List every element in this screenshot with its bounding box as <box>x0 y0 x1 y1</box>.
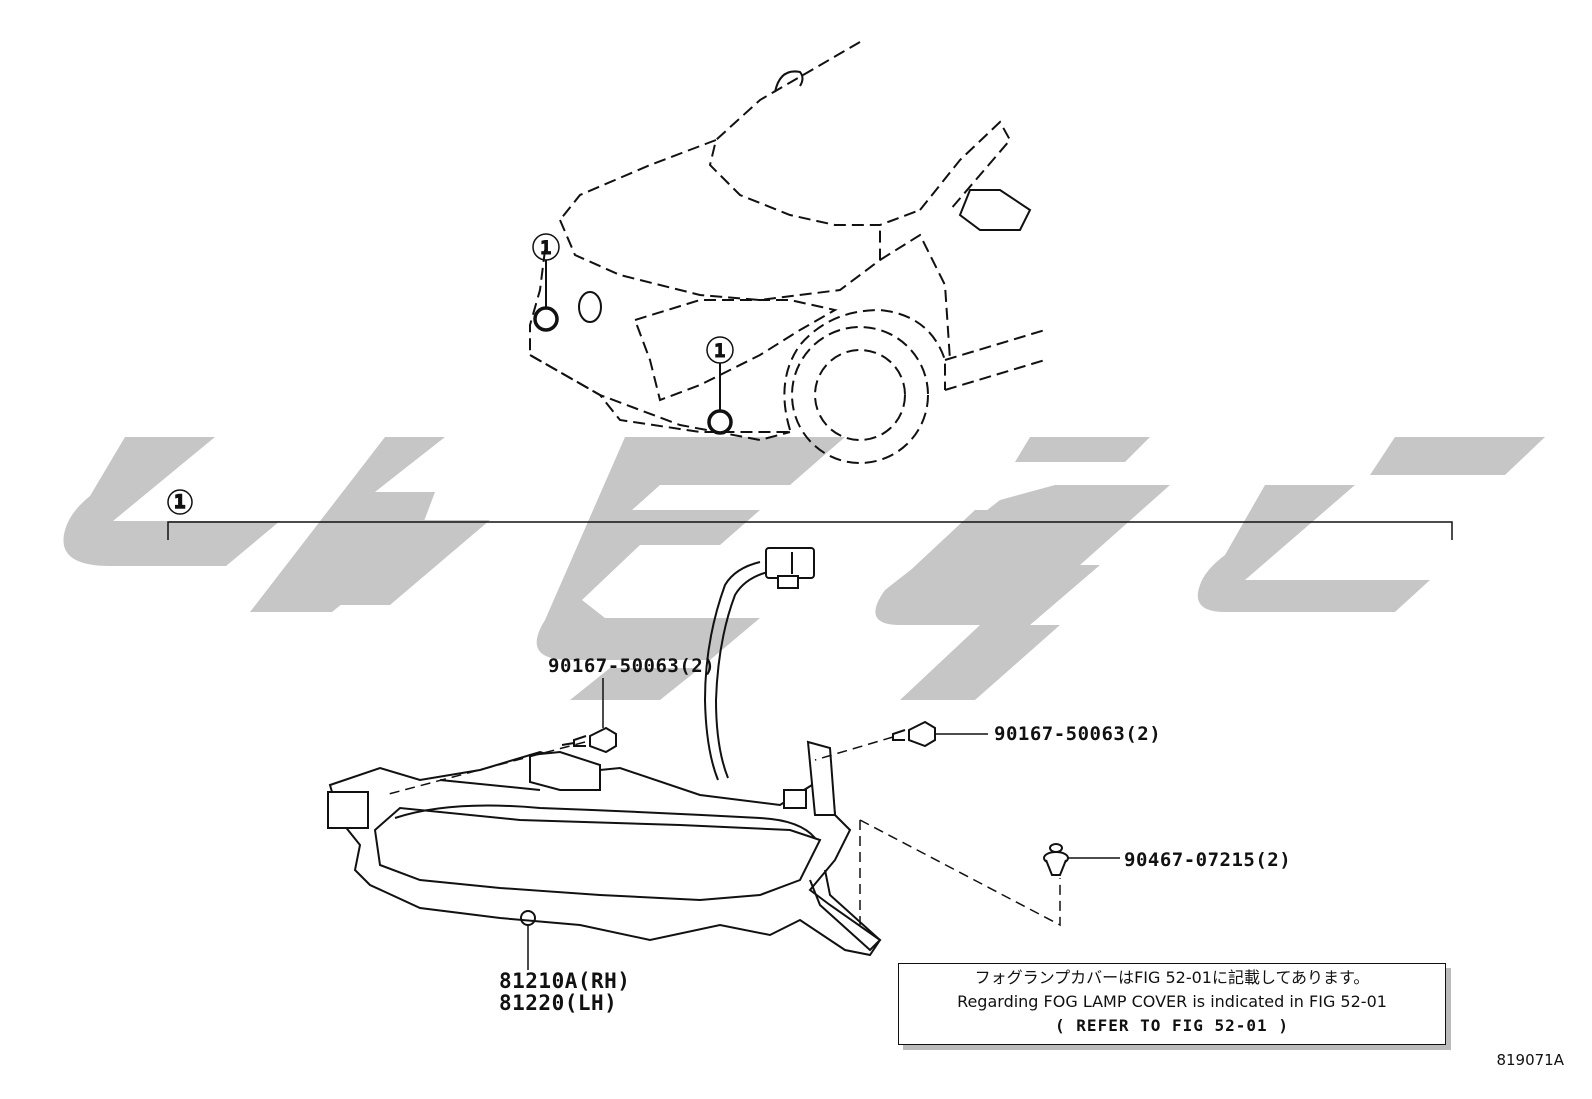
watermark-glyph-3b <box>900 625 1060 700</box>
bolt-right <box>892 720 936 748</box>
note-refer: ( REFER TO FIG 52-01 ) <box>1055 1016 1289 1035</box>
watermark-glyph-2 <box>536 437 845 660</box>
reference-note: フォグランプカバーはFIG 52-01に記載してあります。 Regarding … <box>898 963 1446 1045</box>
callout-number-right: 1 <box>714 340 726 362</box>
harness-wire-inner <box>714 571 769 779</box>
note-japanese: フォグランプカバーはFIG 52-01に記載してあります。 <box>974 968 1370 987</box>
bolt-left <box>561 726 617 754</box>
lamp-housing <box>328 750 882 957</box>
note-english: Regarding FOG LAMP COVER is indicated in… <box>957 992 1387 1011</box>
harness-wire <box>703 561 761 781</box>
vehicle-outline <box>529 41 1046 464</box>
figure-number: 819071A <box>1496 1051 1564 1069</box>
watermark-glyph-1 <box>63 437 281 566</box>
assembly-callout-circle <box>167 489 193 515</box>
spindle-grille <box>633 299 838 402</box>
connector-body <box>765 547 815 579</box>
mirror <box>958 189 1032 231</box>
lamp-bracket-top <box>529 750 601 791</box>
hood-line <box>708 41 921 226</box>
label-bolt-right: 90167-50063(2) <box>994 723 1161 745</box>
mark-right <box>707 409 733 435</box>
label-lamp-rh: 81210A(RH) <box>499 969 630 993</box>
watermark-glyph-4 <box>1197 485 1430 612</box>
assembly-callout-number: 1 <box>174 491 186 513</box>
fasteners <box>561 720 1069 876</box>
lamp-end-block <box>327 791 369 829</box>
wheel-inner <box>814 349 906 441</box>
assembly-bracket: 1 <box>167 489 1453 540</box>
label-clip: 90467-07215(2) <box>1124 849 1291 871</box>
side-line <box>944 329 1046 391</box>
dash-bolt-right <box>814 736 894 761</box>
clip <box>1043 843 1069 876</box>
bumper-lower <box>529 354 790 433</box>
mirror-cap <box>774 70 804 93</box>
wheel-outer <box>791 326 929 464</box>
lamp-bracket-right <box>806 740 837 816</box>
leaders <box>384 678 1120 970</box>
lamp-lens <box>373 806 822 902</box>
grille-lower <box>529 249 791 442</box>
hood-edge-left <box>559 139 717 221</box>
fender-top <box>879 233 951 361</box>
lamp-tab-right <box>783 789 807 809</box>
dash-bolt-left <box>384 741 586 796</box>
harness <box>703 547 815 781</box>
watermark-glyph-3 <box>875 437 1170 625</box>
fog-hole <box>578 291 602 323</box>
lamp-stay <box>809 869 882 952</box>
callout-number-left: 1 <box>540 237 552 259</box>
watermark-glyph-1c <box>310 520 490 605</box>
fender-arch <box>783 308 946 431</box>
label-bolt-left: 90167-50063(2) <box>548 655 715 677</box>
lamp-crease <box>439 779 541 791</box>
watermark <box>63 437 1545 700</box>
watermark-glyph-1b <box>250 437 445 612</box>
windshield-line <box>919 120 1012 211</box>
vehicle-callouts: 1 1 <box>532 233 734 435</box>
watermark-glyph-4b <box>1370 437 1545 475</box>
grille-upper <box>559 219 881 302</box>
assembly-bracket-line <box>167 521 1453 540</box>
fog-lamp <box>327 740 882 957</box>
label-lamp-lh: 81220(LH) <box>499 991 617 1015</box>
dash-clip <box>859 819 1061 927</box>
lamp-inner-contour <box>394 804 816 839</box>
mark-left <box>533 306 559 332</box>
connector-lock <box>777 575 799 589</box>
